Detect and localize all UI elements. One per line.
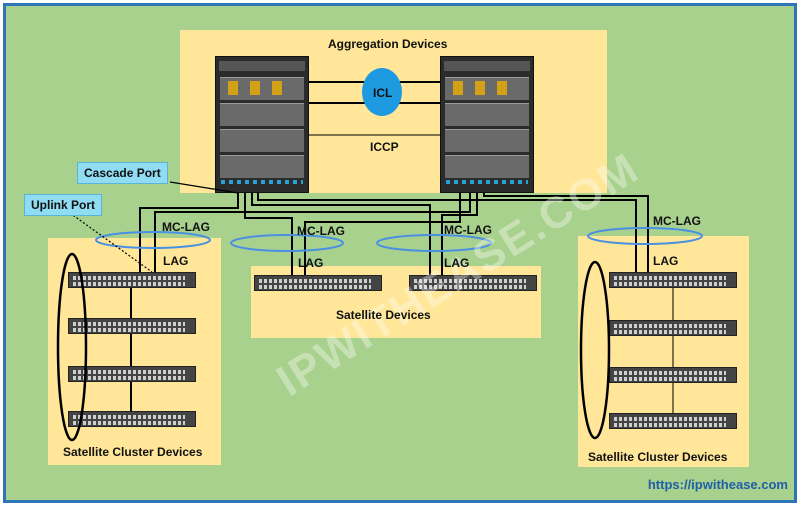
uplink-pointer xyxy=(69,212,153,273)
cluster-loop xyxy=(579,260,611,440)
mclag-ring xyxy=(230,234,344,252)
center-satellite-switch-right xyxy=(409,275,537,291)
center-satellite-switch-left xyxy=(254,275,382,291)
mclag-link xyxy=(257,193,637,272)
mclag-ring xyxy=(376,234,492,252)
mclag-link xyxy=(251,193,431,275)
right-cluster-switch xyxy=(609,320,737,336)
mclag-link xyxy=(483,193,649,272)
iccp-label: ICCP xyxy=(370,140,399,154)
icl-circle xyxy=(362,68,402,116)
right-cluster-switch xyxy=(609,413,737,429)
center-lag-left-label: LAG xyxy=(298,256,324,270)
left-cluster-switch xyxy=(68,318,196,334)
mclag-link xyxy=(304,193,461,275)
right-cluster-switch xyxy=(609,367,737,383)
center-lag-right-label: LAG xyxy=(444,256,470,270)
mclag-ring xyxy=(95,231,211,249)
cluster-loop xyxy=(56,252,88,442)
mclag-link xyxy=(139,193,239,272)
mclag-link xyxy=(244,193,293,275)
right-cluster-title: Satellite Cluster Devices xyxy=(588,450,728,464)
right-lag-label: LAG xyxy=(653,254,679,268)
aggregation-title: Aggregation Devices xyxy=(328,37,448,51)
left-lag-label: LAG xyxy=(163,254,189,268)
left-cluster-switch xyxy=(68,366,196,382)
mclag-link xyxy=(441,193,478,275)
left-cluster-switch xyxy=(68,411,196,427)
center-mclag-right-label: MC-LAG xyxy=(444,223,492,237)
mclag-link xyxy=(154,193,471,272)
right-mclag-label: MC-LAG xyxy=(653,214,701,228)
cascade-pointer xyxy=(169,181,239,194)
left-mclag-label: MC-LAG xyxy=(162,220,210,234)
cascade-port-callout: Cascade Port xyxy=(77,162,168,184)
left-cluster-switch xyxy=(68,272,196,288)
left-cluster-title: Satellite Cluster Devices xyxy=(63,445,203,459)
right-cluster-switch xyxy=(609,272,737,288)
footer-url[interactable]: https://ipwithease.com xyxy=(647,477,788,492)
uplink-port-callout: Uplink Port xyxy=(24,194,103,216)
icl-label: ICL xyxy=(373,86,393,100)
center-mclag-left-label: MC-LAG xyxy=(297,224,345,238)
mclag-ring xyxy=(587,227,703,245)
aggregation-chassis-right xyxy=(440,56,534,193)
aggregation-chassis-left xyxy=(215,56,309,193)
center-satellite-title: Satellite Devices xyxy=(336,308,431,322)
